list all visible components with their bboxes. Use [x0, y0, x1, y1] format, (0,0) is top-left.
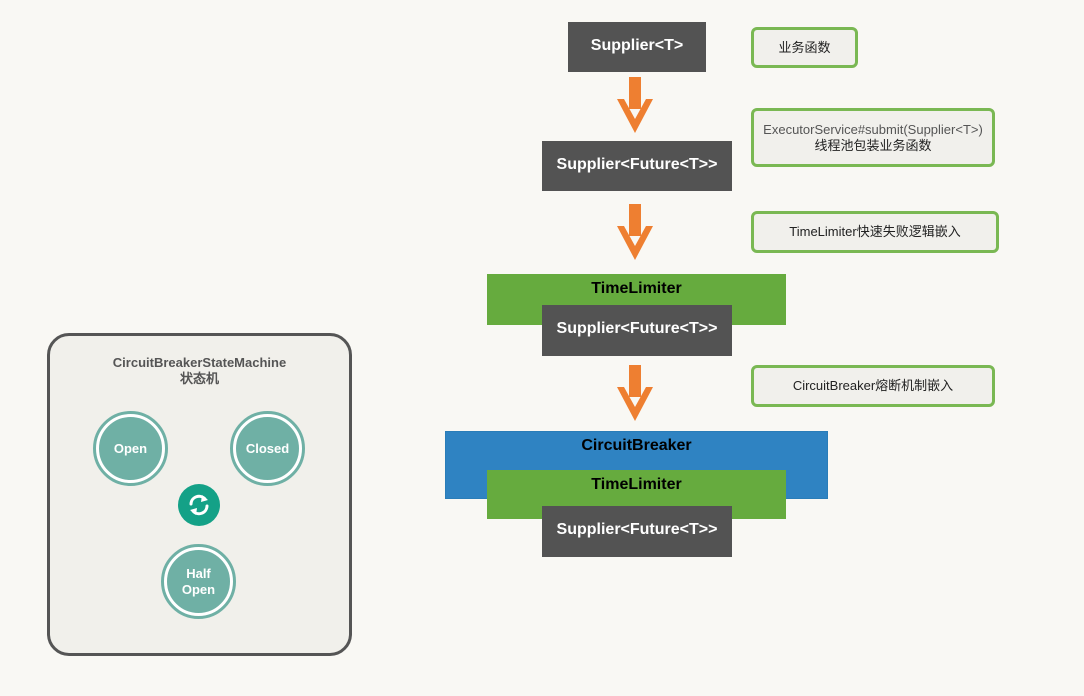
- circuitbreaker-label: CircuitBreaker: [581, 437, 692, 454]
- state-open-label: Open: [113, 440, 148, 456]
- down-arrow-icon: [617, 77, 653, 133]
- down-arrow-icon: [617, 204, 653, 260]
- state-machine-title: CircuitBreakerStateMachine 状态机: [47, 355, 352, 387]
- note-executor-service: ExecutorService#submit(Supplier<T>) 线程池包…: [751, 108, 995, 167]
- refresh-arrows-icon: [189, 494, 209, 516]
- timelimiter-label-2: TimeLimiter: [591, 476, 682, 493]
- note-timelimiter: TimeLimiter快速失败逻辑嵌入: [751, 211, 999, 253]
- supplier-future-label-3: Supplier<Future<T>>: [556, 521, 718, 538]
- state-closed-label: Closed: [245, 440, 290, 456]
- supplier-future-label-2: Supplier<Future<T>>: [556, 320, 718, 337]
- state-machine-title-line1: CircuitBreakerStateMachine: [112, 355, 287, 370]
- note-business-function: 业务函数: [751, 27, 858, 68]
- note-circuitbreaker-text: CircuitBreaker熔断机制嵌入: [792, 378, 954, 393]
- down-arrow-icon: [617, 365, 653, 421]
- state-closed: Closed: [230, 411, 305, 486]
- note-circuitbreaker: CircuitBreaker熔断机制嵌入: [751, 365, 995, 407]
- supplier-future-label-1: Supplier<Future<T>>: [556, 156, 718, 173]
- state-half-open: Half Open: [161, 544, 236, 619]
- state-open: Open: [93, 411, 168, 486]
- timelimiter-label-1: TimeLimiter: [591, 280, 682, 297]
- note-timelimiter-text: TimeLimiter快速失败逻辑嵌入: [789, 224, 961, 239]
- state-half-open-label-line1: Half: [186, 565, 211, 581]
- supplier-future-box-3: Supplier<Future<T>>: [542, 506, 732, 557]
- refresh-cycle-icon: [178, 484, 220, 526]
- note-executor-line1: ExecutorService#submit(Supplier<T>): [763, 121, 983, 137]
- state-machine-title-line2: 状态机: [179, 371, 219, 386]
- supplier-future-box-1: Supplier<Future<T>>: [542, 141, 732, 191]
- supplier-future-box-2: Supplier<Future<T>>: [542, 305, 732, 356]
- note-business-function-text: 业务函数: [778, 39, 831, 55]
- state-half-open-label-line2: Open: [181, 581, 216, 597]
- supplier-label: Supplier<T>: [590, 37, 684, 54]
- supplier-box: Supplier<T>: [568, 22, 706, 72]
- note-executor-line2: 线程池包装业务函数: [814, 137, 932, 153]
